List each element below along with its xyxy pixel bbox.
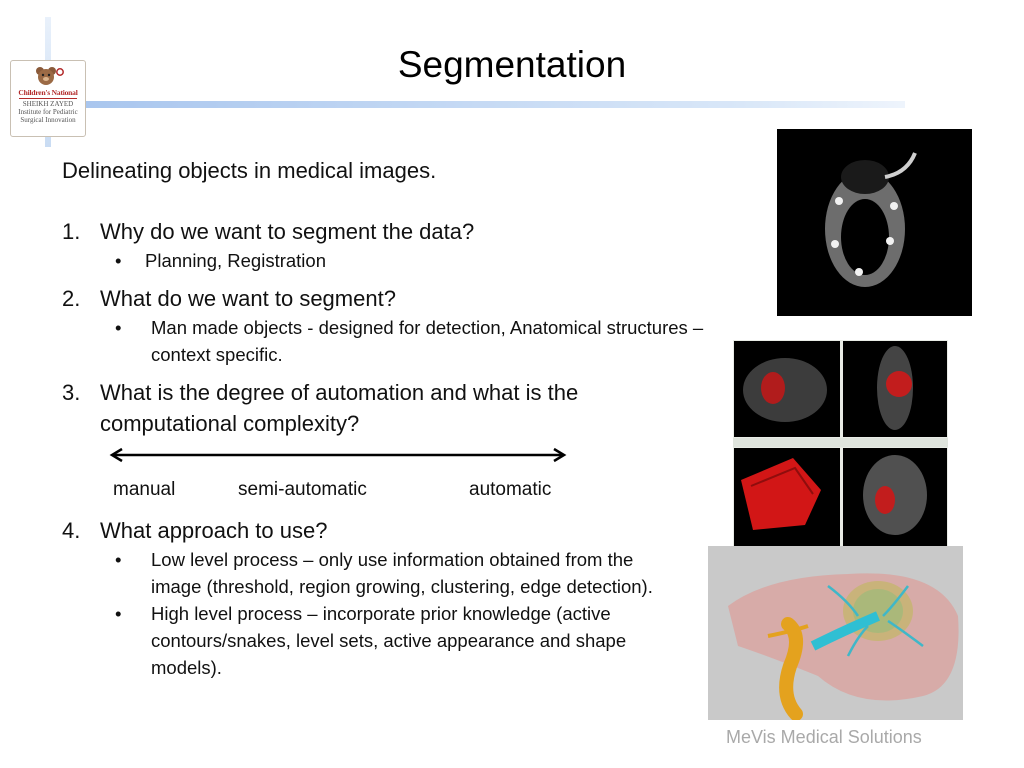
logo-text-childrens-national: Children's National [18,88,78,97]
scale-label-automatic: automatic [469,479,552,500]
question-4: 4. What approach to use? [62,515,722,546]
bullet-item: • Planning, Registration [62,247,722,274]
question-2: 2. What do we want to segment? [62,283,722,314]
bullet-dot: • [115,250,122,271]
question-number: 1. [62,219,81,244]
question-number: 2. [62,286,81,311]
question-number: 4. [62,518,81,543]
bullet-text: Planning, Registration [145,250,326,271]
teddy-bear-icon [36,67,64,85]
logo-text-surgical-innovation: Surgical Innovation [20,116,76,124]
logo-text-sheikh-zayed: SHEIKH ZAYED [22,100,74,108]
question-1-bullets: • Planning, Registration [62,247,722,274]
segmentation-viewer-image [733,340,948,548]
question-text: Why do we want to segment the data? [100,219,475,244]
scale-label-semi-automatic: semi-automatic [238,479,367,500]
ct-phantom-image [777,129,972,316]
bullet-item: • Man made objects - designed for detecti… [62,314,722,368]
bullet-dot: • [115,549,122,570]
question-text: What do we want to segment? [100,286,396,311]
title-underline-bar [85,101,905,108]
bullet-item: • High level process – incorporate prior … [62,600,662,681]
automation-scale: manual semi-automatic automatic [62,445,722,515]
slide-body: Delineating objects in medical images. 1… [62,158,722,681]
question-number: 3. [62,380,81,405]
bullet-item: • Low level process – only use informatio… [62,546,662,600]
liver-3d-model-image [708,546,963,720]
bullet-dot: • [115,603,122,624]
logo-text-institute: Institute for Pediatric [18,108,78,116]
bullet-text: Low level process – only use information… [151,549,653,597]
question-3: 3. What is the degree of automation and … [62,377,682,439]
logo-divider [19,98,77,99]
question-text: What is the degree of automation and wha… [100,380,579,436]
question-2-bullets: • Man made objects - designed for detecti… [62,314,722,368]
bullet-text: Man made objects - designed for detectio… [151,317,704,365]
question-text: What approach to use? [100,518,328,543]
question-1: 1. Why do we want to segment the data? [62,216,722,247]
scale-label-manual: manual [113,479,176,500]
institution-logo: Children's National SHEIKH ZAYED Institu… [10,60,86,137]
intro-text: Delineating objects in medical images. [62,158,437,183]
double-arrow-icon [109,447,567,463]
slide-title: Segmentation [397,44,627,85]
image-credit: MeVis Medical Solutions [726,727,922,747]
bullet-dot: • [115,317,122,338]
question-4-bullets: • Low level process – only use informatio… [62,546,662,681]
bullet-text: High level process – incorporate prior k… [151,603,627,678]
